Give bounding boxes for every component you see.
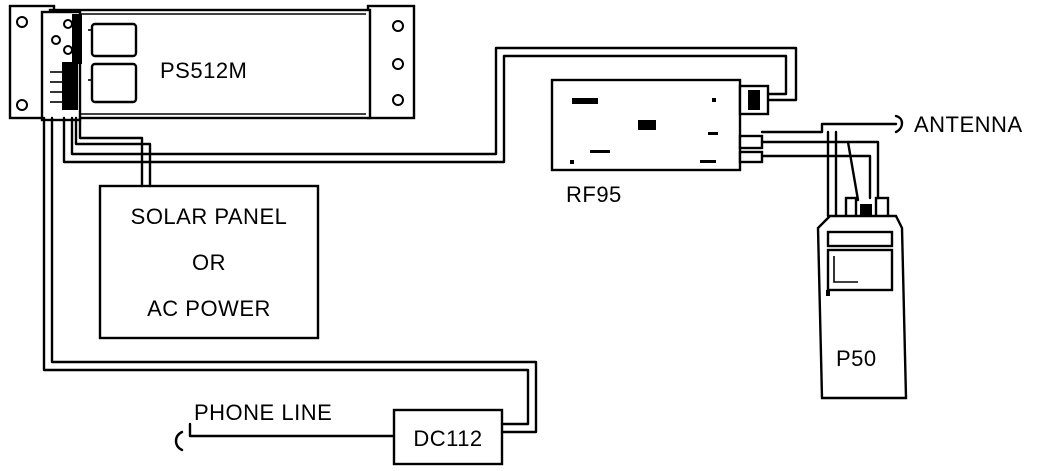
ps512m-unit: PS512M — [8, 4, 416, 122]
power-source-line3: AC POWER — [147, 296, 271, 321]
phone-line-label: PHONE LINE — [194, 400, 332, 425]
rf95-unit: RF95 — [550, 78, 770, 207]
dc112-unit: DC112 — [392, 408, 504, 466]
power-source-line2: OR — [192, 250, 226, 275]
power-source-box: SOLAR PANEL OR AC POWER — [98, 184, 320, 340]
dc112-label: DC112 — [413, 426, 482, 451]
p50-radio: P50 — [816, 196, 908, 400]
p50-label: P50 — [836, 346, 877, 371]
rf95-label: RF95 — [566, 182, 622, 207]
antenna-label: ANTENNA — [914, 112, 1023, 137]
cables — [42, 46, 904, 452]
power-source-line1: SOLAR PANEL — [131, 204, 288, 229]
ps512m-label: PS512M — [160, 58, 247, 83]
